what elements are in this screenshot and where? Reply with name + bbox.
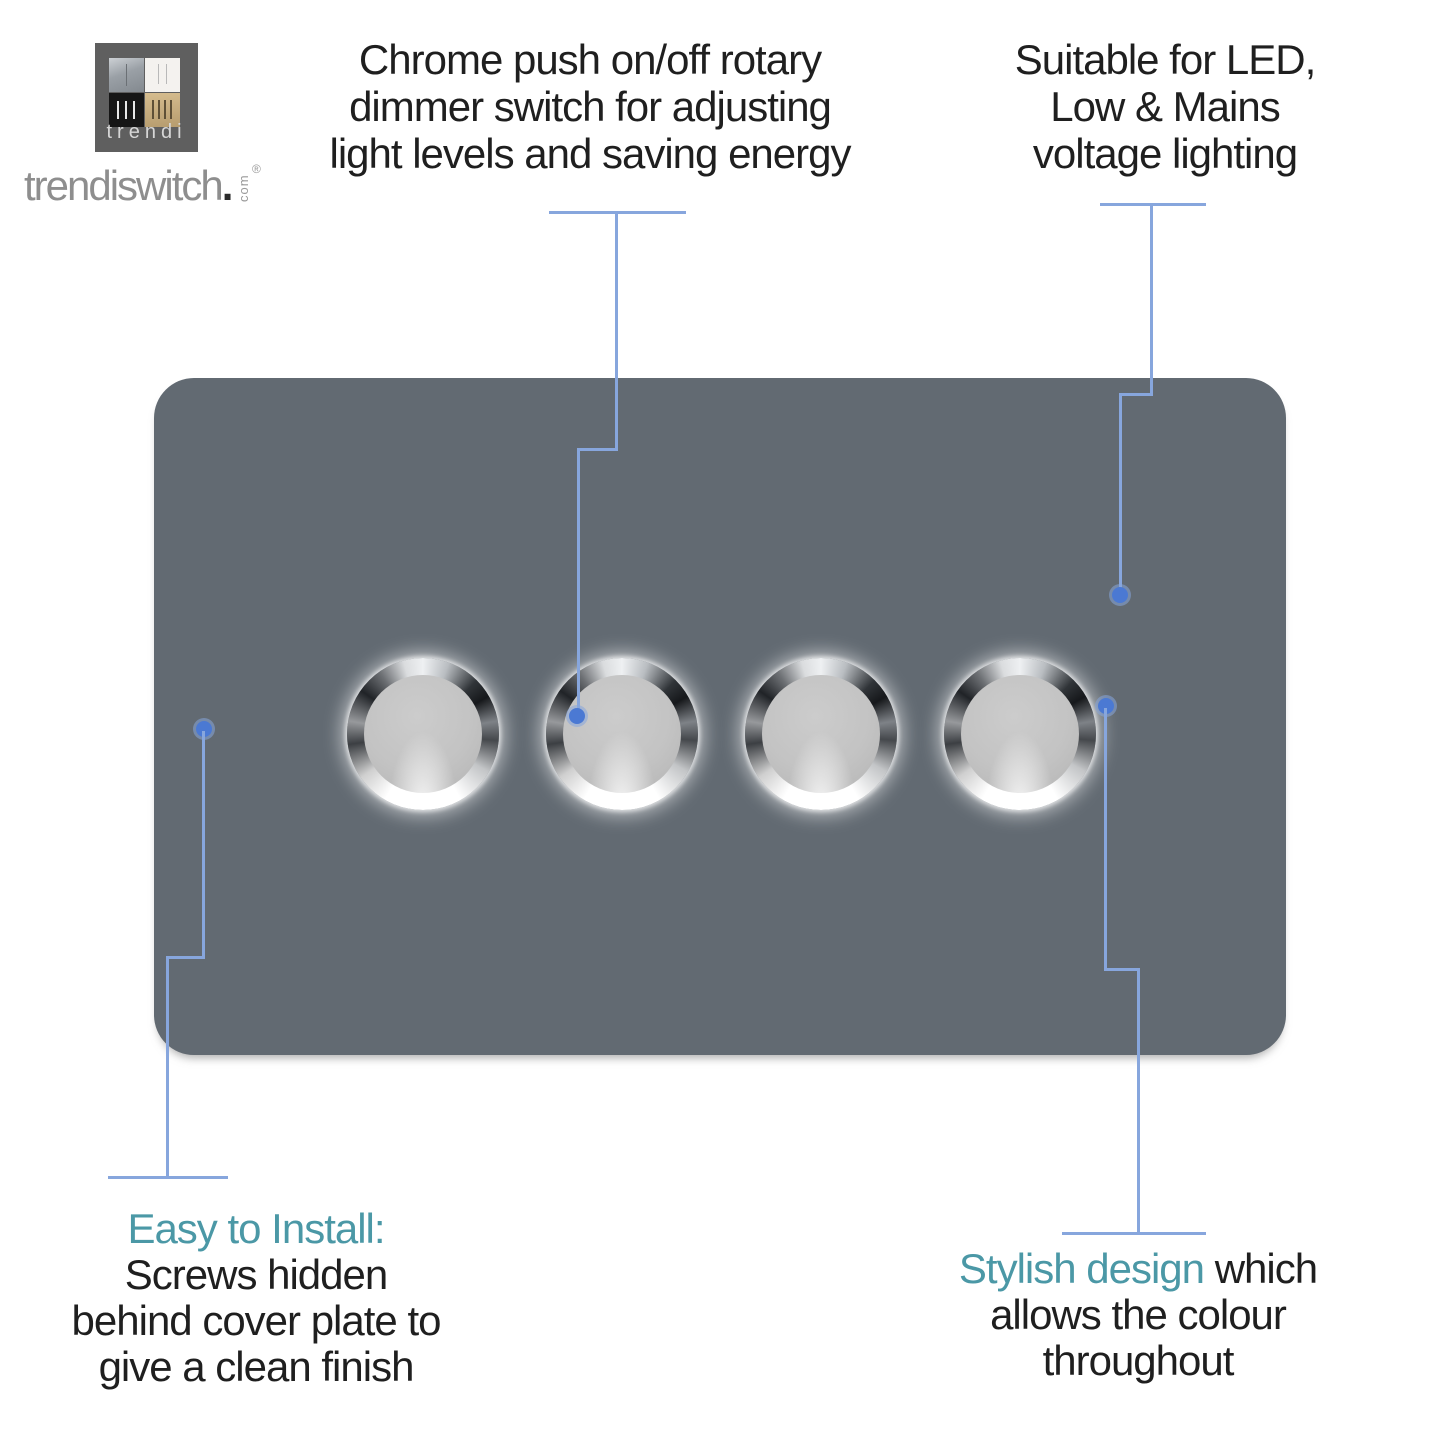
dimmer-knob-2 <box>546 658 698 810</box>
callout-line-dimmer <box>615 211 618 451</box>
feature-line: throughout <box>1042 1337 1235 1384</box>
feature-line: Suitable for LED, <box>1014 36 1317 83</box>
callout-dot-led <box>1112 587 1128 603</box>
switch-plate <box>154 378 1286 1055</box>
logo-tile-white-switch-icon <box>145 58 180 92</box>
callout-line-dimmer <box>577 448 580 718</box>
dimmer-knob-4 <box>944 658 1096 810</box>
feature-line: Chrome push on/off rotary <box>358 36 822 83</box>
callout-bar-install <box>108 1176 228 1179</box>
feature-line: Low & Mains <box>1050 83 1280 130</box>
logo-switch-tiles <box>109 58 182 129</box>
callout-line-led <box>1150 203 1153 396</box>
feature-line: give a clean finish <box>98 1343 415 1390</box>
callout-line-install <box>166 956 169 1178</box>
feature-line: allows the colour <box>990 1291 1287 1338</box>
feature-text-install: Easy to Install: Screws hidden behind co… <box>26 1206 486 1390</box>
feature-line: Stylish design which <box>888 1246 1388 1292</box>
logo-tile-gold-switch-icon <box>145 93 180 127</box>
logo-label: trendi <box>106 121 187 143</box>
feature-line: Screws hidden <box>124 1251 388 1298</box>
callout-line-led <box>1119 393 1122 594</box>
dimmer-knob-3 <box>745 658 897 810</box>
feature-line: dimmer switch for adjusting <box>349 83 832 130</box>
wordmark-text: trendiswitch <box>24 162 224 209</box>
callout-dot-design <box>1098 698 1114 714</box>
logo-tile-black-switch-icon <box>109 93 144 127</box>
wordmark-domain: com <box>236 174 251 202</box>
dimmer-knob-1 <box>347 658 499 810</box>
feature-line: behind cover plate to <box>71 1297 442 1344</box>
callout-line-design <box>1137 968 1140 1234</box>
feature-text-led: Suitable for LED, Low & Mains voltage li… <box>915 36 1415 177</box>
logo-tile-silver-switch-icon <box>109 58 144 92</box>
callout-line-dimmer <box>577 448 618 451</box>
registered-trademark-icon: ® <box>252 162 261 176</box>
brand-wordmark: trendiswitch. <box>24 162 234 210</box>
feature-text-dimmer: Chrome push on/off rotary dimmer switch … <box>280 36 900 177</box>
callout-bar-design <box>1062 1232 1206 1235</box>
brand-logo: trendi <box>95 43 198 152</box>
feature-highlight: Stylish design <box>958 1245 1205 1292</box>
callout-dot-install <box>196 721 212 737</box>
feature-highlight: Easy to Install: <box>127 1205 385 1252</box>
callout-line-install <box>202 731 205 959</box>
callout-line-design <box>1104 968 1140 971</box>
callout-line-install <box>166 956 205 959</box>
callout-line-led <box>1119 393 1153 396</box>
callout-dot-dimmer <box>569 708 585 724</box>
feature-line-rest: which <box>1204 1245 1318 1292</box>
wordmark-period: . <box>221 162 234 209</box>
callout-line-design <box>1104 708 1107 970</box>
feature-line: light levels and saving energy <box>329 130 851 177</box>
feature-text-design: Stylish design which allows the colour t… <box>888 1246 1388 1384</box>
callout-bar-led <box>1100 203 1206 206</box>
feature-line: voltage lighting <box>1032 130 1298 177</box>
